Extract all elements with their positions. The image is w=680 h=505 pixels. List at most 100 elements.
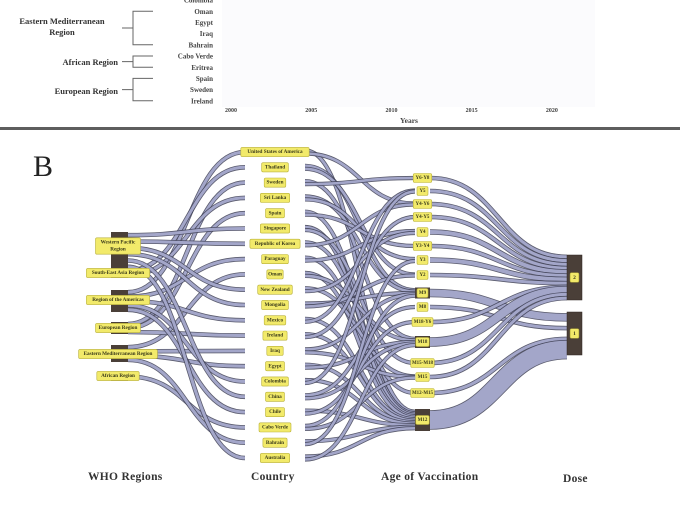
- column-title-who-regions: WHO Regions: [88, 471, 163, 483]
- age-label-text: M18-Y6: [414, 320, 432, 325]
- country-label: Oman: [267, 270, 283, 279]
- age-label-text: Y5: [419, 189, 426, 194]
- country-label: Republic of Korea: [250, 239, 300, 248]
- region-label-text: Western Pacific: [101, 240, 136, 246]
- country-label-text: Ireland: [267, 333, 283, 339]
- row-label: Spain: [196, 75, 213, 83]
- age-label-text: M12: [418, 418, 428, 423]
- column-title-country: Country: [251, 471, 295, 483]
- age-label-text: Y4-Y6: [416, 202, 430, 207]
- country-label-text: Thailand: [265, 164, 285, 170]
- country-label: Egypt: [266, 362, 285, 371]
- region-label-text: Region of the Americas: [92, 297, 143, 303]
- column-title-age: Age of Vaccination: [381, 471, 478, 483]
- age-label-text: M9: [419, 291, 427, 296]
- age-label-text: Y4: [419, 230, 426, 235]
- age-label: M15: [416, 373, 430, 382]
- country-label-text: Australia: [265, 455, 286, 461]
- sankey-link: [305, 205, 415, 246]
- country-label: United States of America: [241, 147, 309, 156]
- region-label: European Region: [96, 323, 141, 332]
- country-label: Ireland: [263, 331, 287, 340]
- group-label: Eastern Mediterranean: [19, 16, 104, 26]
- row-label: Sweden: [190, 86, 213, 94]
- age-label-text: Y3-Y4: [416, 244, 430, 249]
- age-label-text: M8: [419, 305, 427, 310]
- country-label-text: United States of America: [247, 149, 303, 155]
- country-label-text: New Zealand: [260, 287, 289, 293]
- row-label: Egypt: [195, 19, 214, 27]
- country-label: Colombia: [262, 377, 289, 386]
- region-label-text: South-East Asia Region: [92, 270, 144, 276]
- country-label-text: Paraguay: [264, 256, 286, 262]
- age-label: Y4-Y5: [413, 213, 432, 222]
- x-tick-label: 2015: [466, 108, 478, 114]
- row-label: Oman: [194, 8, 213, 16]
- links-layer: [128, 151, 567, 460]
- sankey-link: [128, 360, 245, 443]
- column-title-dose: Dose: [563, 473, 588, 485]
- age-label: Y4: [417, 228, 428, 237]
- x-tick-label: 2010: [385, 108, 397, 114]
- region-label-text: European Region: [99, 325, 138, 331]
- country-label-text: Sweden: [266, 180, 283, 186]
- age-label-text: M18: [418, 340, 428, 345]
- age-label: M15-M18: [411, 359, 435, 368]
- region-label-text: Eastern Mediterranean Region: [84, 351, 153, 357]
- country-label: Spain: [266, 209, 285, 218]
- age-label: M9: [417, 289, 428, 298]
- country-label-text: Iraq: [270, 348, 280, 354]
- region-label: Eastern Mediterranean Region: [79, 349, 158, 358]
- group-bracket: [122, 78, 153, 100]
- plot-area: [222, 0, 595, 107]
- region-label: South-East Asia Region: [86, 268, 149, 277]
- dose-label-text: 2: [573, 275, 576, 281]
- panel-letter-b: B: [33, 150, 53, 184]
- country-label-text: Singapore: [264, 226, 287, 232]
- country-label: Australia: [260, 453, 289, 462]
- age-label-text: M12-M15: [412, 391, 434, 396]
- row-label: Eritrea: [191, 64, 213, 72]
- country-label: Mongolia: [262, 300, 289, 309]
- group-label: Region: [49, 27, 75, 37]
- region-label: Region of the Americas: [86, 295, 149, 304]
- age-label: M18: [416, 338, 430, 347]
- age-label: Y5: [417, 187, 428, 196]
- country-label-text: Sri Lanka: [264, 195, 287, 201]
- age-label: M12: [416, 416, 430, 425]
- country-label: New Zealand: [258, 285, 293, 294]
- country-label-text: Mexico: [267, 317, 284, 323]
- country-label-text: Chile: [269, 409, 282, 415]
- country-label: Bahrain: [263, 438, 287, 447]
- country-label: Cabo Verde: [259, 423, 291, 432]
- age-label: Y3-Y4: [413, 242, 432, 251]
- age-label: Y6-Y8: [413, 174, 432, 183]
- age-label: M8: [417, 303, 428, 312]
- age-label-text: Y6-Y8: [416, 176, 430, 181]
- x-axis-label: Years: [400, 116, 418, 125]
- age-label-text: M15: [418, 375, 428, 380]
- x-tick-label: 2000: [225, 108, 237, 114]
- age-label-text: Y3: [419, 258, 426, 263]
- row-label: Ireland: [191, 97, 213, 105]
- country-label: Sweden: [264, 178, 286, 187]
- country-label-text: China: [268, 394, 282, 400]
- country-label-text: Republic of Korea: [255, 241, 296, 247]
- country-label-text: Egypt: [268, 363, 282, 369]
- region-label-text: African Region: [101, 373, 135, 379]
- country-label: Paraguay: [262, 255, 289, 264]
- dose-label: 2: [570, 273, 579, 283]
- region-label-text: Region: [110, 247, 126, 253]
- region-label: African Region: [97, 371, 139, 380]
- country-label: China: [266, 392, 285, 401]
- group-bracket: [122, 56, 153, 67]
- row-label: Bahrain: [188, 41, 213, 49]
- country-label: Singapore: [260, 224, 289, 233]
- country-label-text: Mongolia: [264, 302, 285, 308]
- row-label: Iraq: [200, 30, 213, 38]
- row-label: Colombia: [184, 0, 214, 5]
- x-tick-label: 2020: [546, 108, 558, 114]
